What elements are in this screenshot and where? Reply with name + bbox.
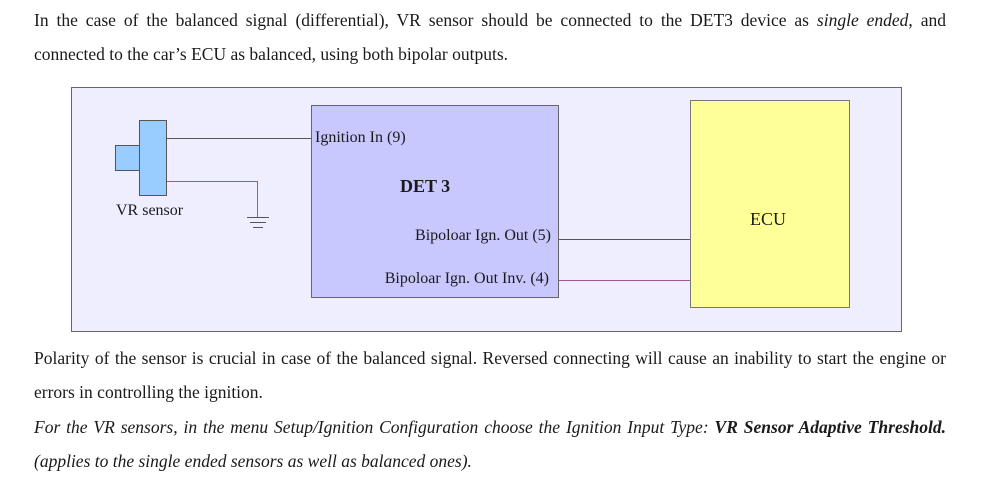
note-bold: VR Sensor Adaptive Threshold.: [714, 417, 946, 437]
ground-symbol-line1: [247, 217, 269, 218]
ground-symbol-line3: [253, 227, 263, 228]
ground-wire-h: [167, 181, 258, 182]
ecu-box: ECU: [690, 100, 850, 308]
note-text-1: For the VR sensors, in the menu Setup/Ig…: [34, 417, 715, 437]
bipolar-out-inv-wire: [559, 280, 690, 281]
ignition-in-label: Ignition In (9): [315, 129, 406, 146]
intro-paragraph: In the case of the balanced signal (diff…: [34, 3, 946, 71]
wiring-diagram: VR sensor Ignition In (9) DET 3 Bipoloar…: [71, 87, 902, 332]
ground-wire-v: [257, 181, 258, 217]
vr-sensor-body: [139, 120, 167, 196]
ecu-label: ECU: [750, 209, 786, 229]
note-text-2: (applies to the single ended sensors as …: [34, 451, 472, 471]
bipolar-out-label: Bipoloar Ign. Out (5): [415, 227, 551, 244]
vr-sensor-label: VR sensor: [116, 202, 184, 219]
det3-box: Ignition In (9) DET 3 Bipoloar Ign. Out …: [311, 105, 559, 298]
intro-text-2: , and connected to the car’s ECU as bala…: [34, 10, 946, 64]
vr-sensor-tip: [115, 145, 140, 171]
ground-symbol-line2: [250, 222, 266, 223]
note-paragraph: For the VR sensors, in the menu Setup/Ig…: [34, 410, 946, 478]
intro-italic: single ended: [816, 10, 909, 30]
intro-text-1: In the case of the balanced signal (diff…: [34, 10, 817, 30]
det3-title: DET 3: [400, 176, 451, 196]
ignition-wire: [167, 138, 312, 139]
polarity-paragraph: Polarity of the sensor is crucial in cas…: [34, 348, 946, 402]
bipolar-out-inv-label: Bipoloar Ign. Out Inv. (4): [384, 270, 549, 287]
bipolar-out-wire: [559, 239, 690, 240]
